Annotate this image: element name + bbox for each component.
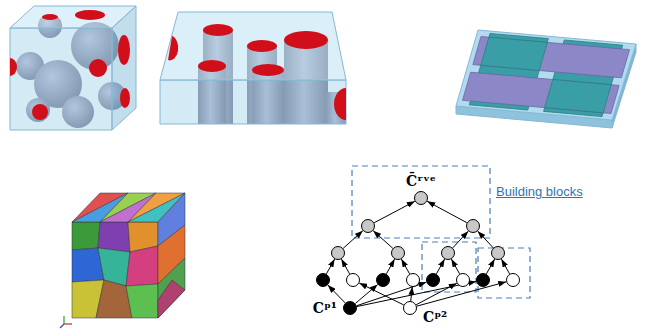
node-label: Cᵖ² xyxy=(423,309,447,325)
material-node xyxy=(441,246,455,260)
fiber-composite xyxy=(334,88,346,120)
polycrystal-cube xyxy=(72,193,185,318)
phase-node xyxy=(406,273,420,287)
axis-triad xyxy=(63,316,64,324)
woven-composite xyxy=(456,30,636,128)
phase-node xyxy=(346,273,360,287)
fiber-composite xyxy=(168,36,178,60)
fiber-composite xyxy=(247,40,277,52)
particle-composite xyxy=(10,58,17,76)
fiber-composite xyxy=(198,60,226,72)
particle-composite xyxy=(112,6,136,130)
building-block-box xyxy=(422,242,476,292)
particle-composite xyxy=(10,6,136,130)
polycrystal-cube xyxy=(98,222,130,252)
material-node xyxy=(331,246,345,260)
particle-composite xyxy=(42,14,58,20)
phase-node xyxy=(426,273,440,287)
arrow-connector xyxy=(401,259,409,274)
phase-node xyxy=(456,273,470,287)
polycrystal-cube xyxy=(158,280,185,318)
arrow-connector xyxy=(386,259,394,274)
root-node: C̄ʳᵛᵉ xyxy=(414,191,428,205)
particle-composite xyxy=(32,104,48,120)
arrow-connector xyxy=(341,259,349,274)
arrow-connector xyxy=(453,231,468,248)
input-node: Cᵖ² xyxy=(403,301,417,315)
polycrystal-cube xyxy=(158,258,185,318)
fiber-composite xyxy=(284,31,328,49)
polycrystal-cube xyxy=(126,246,158,286)
phase-node xyxy=(506,273,520,287)
block-label: Building blocks xyxy=(496,184,583,200)
fiber-composite xyxy=(203,24,233,36)
particle-composite xyxy=(10,28,112,130)
arrow-connector xyxy=(478,231,493,248)
particle-composite xyxy=(118,35,130,65)
arrow-connector xyxy=(427,201,467,222)
phase-node xyxy=(476,273,490,287)
woven-composite xyxy=(463,72,620,113)
material-node xyxy=(491,246,505,260)
building-block-box xyxy=(352,166,490,238)
polycrystal-cube xyxy=(72,222,100,250)
arrow-connector xyxy=(416,283,457,304)
woven-composite xyxy=(545,80,612,113)
material-node xyxy=(361,219,375,233)
node-label: Cᵖ¹ xyxy=(313,300,337,316)
arrow-connector xyxy=(355,285,377,304)
axis-triad xyxy=(64,323,72,324)
woven-composite xyxy=(473,37,630,78)
material-node xyxy=(466,219,480,233)
fiber-composite xyxy=(252,64,284,76)
polycrystal-cube xyxy=(126,284,158,318)
node-label: C̄ʳᵛᵉ xyxy=(406,173,436,189)
fiber-composite xyxy=(160,80,346,124)
arrow-connector xyxy=(436,259,444,274)
particle-composite xyxy=(120,88,130,108)
material-node xyxy=(391,246,405,260)
arrow-connector xyxy=(374,201,415,222)
polycrystal-cube xyxy=(96,280,132,318)
arrow-connector xyxy=(501,259,509,274)
input-node: Cᵖ¹ xyxy=(343,301,357,315)
woven-composite xyxy=(481,37,548,70)
fiber-composite xyxy=(160,12,346,124)
phase-node xyxy=(376,273,390,287)
fiber-composite xyxy=(160,12,346,80)
arrow-connector xyxy=(326,259,334,274)
arrow-connector xyxy=(343,231,363,249)
particle-composite xyxy=(89,59,107,77)
arrow-connector xyxy=(411,287,413,301)
arrow-connector xyxy=(486,259,494,274)
woven-composite xyxy=(456,30,636,120)
arrow-connector xyxy=(451,259,459,274)
phase-node xyxy=(316,273,330,287)
axis-triad xyxy=(60,324,64,328)
particle-composite xyxy=(75,10,105,20)
arrow-connector xyxy=(373,231,393,249)
axis-triad xyxy=(60,316,72,328)
